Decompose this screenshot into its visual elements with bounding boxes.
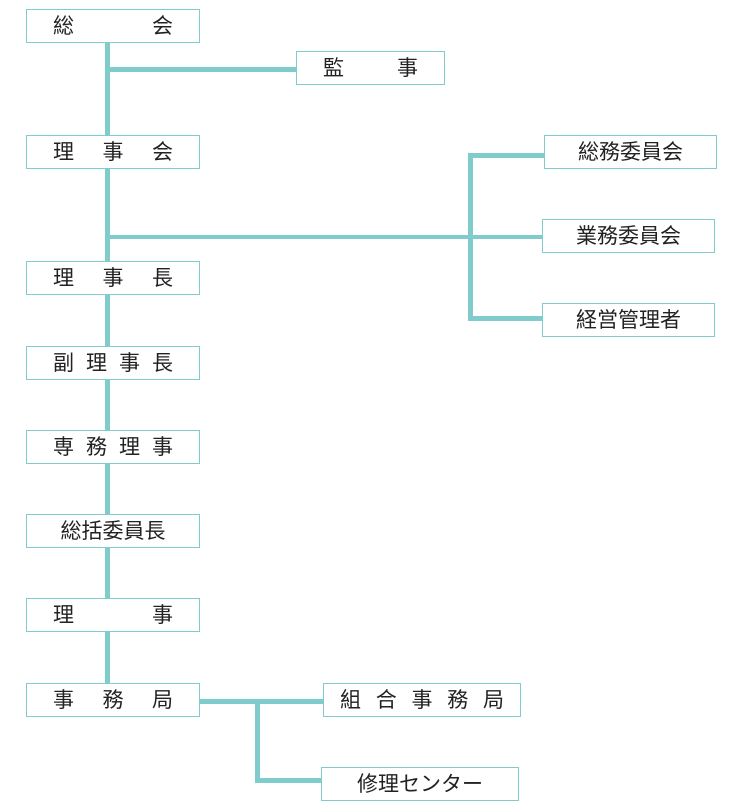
node-label: 組合事務局 — [340, 687, 504, 712]
general-affairs-connector — [468, 153, 545, 158]
repair-vertical-connector — [255, 699, 260, 783]
node-general-committee-chair: 総括委員長 — [26, 514, 200, 548]
repair-center-connector — [255, 778, 322, 783]
node-general-meeting: 総会 — [26, 9, 200, 43]
node-board: 理事会 — [26, 135, 200, 169]
node-label: 総会 — [53, 13, 173, 38]
management-connector — [468, 316, 543, 321]
node-label: 業務委員会 — [576, 223, 681, 248]
node-label: 専務理事 — [53, 434, 173, 459]
node-managing-director: 専務理事 — [26, 430, 200, 464]
node-chairman: 理事長 — [26, 261, 200, 295]
node-auditor: 監事 — [296, 51, 445, 85]
node-label: 理事長 — [53, 265, 173, 290]
node-vice-chairman: 副理事長 — [26, 346, 200, 380]
committee-connector — [107, 235, 543, 239]
node-label: 副理事長 — [53, 350, 173, 375]
committee-vertical-connector — [468, 153, 473, 321]
node-business-committee: 業務委員会 — [542, 219, 715, 253]
node-union-secretariat: 組合事務局 — [323, 683, 521, 717]
node-label: 監事 — [323, 55, 418, 80]
node-label: 理事 — [53, 602, 173, 627]
node-repair-center: 修理センター — [321, 767, 519, 801]
node-director: 理事 — [26, 598, 200, 632]
node-label: 総務委員会 — [578, 139, 683, 164]
union-secretariat-connector — [199, 699, 324, 704]
node-general-affairs-committee: 総務委員会 — [544, 135, 717, 169]
auditor-connector — [107, 67, 297, 72]
node-label: 経営管理者 — [576, 307, 681, 332]
node-management: 経営管理者 — [542, 303, 715, 337]
node-label: 事務局 — [53, 687, 173, 712]
node-label: 総括委員長 — [60, 518, 166, 543]
node-label: 理事会 — [53, 139, 173, 164]
node-label: 修理センター — [357, 771, 483, 796]
node-secretariat: 事務局 — [26, 683, 200, 717]
